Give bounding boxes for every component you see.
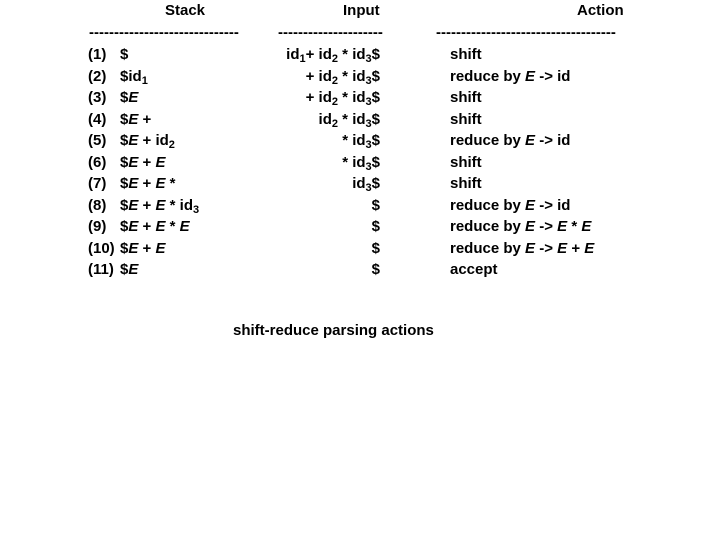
action-column-header: Action — [577, 2, 624, 19]
stack-cell: $E + E * E — [120, 218, 190, 235]
stack-cell: $E + E * id3 — [120, 196, 200, 216]
input-cell: $ — [371, 218, 380, 235]
action-cell: reduce by E -> E + E — [450, 239, 595, 257]
input-cell: id2 * id3$ — [318, 110, 380, 130]
row-number: (6) — [88, 153, 107, 171]
input-cell: * id3$ — [342, 132, 380, 151]
input-cell: * id3$ — [342, 153, 380, 173]
stack-cell: $E — [120, 89, 139, 106]
row-number: (9) — [88, 218, 107, 235]
row-number: (11) — [88, 261, 114, 278]
stack-cell: $id1 — [120, 67, 148, 87]
stack-cell: $E + E — [120, 153, 166, 171]
action-cell: accept — [450, 261, 498, 278]
action-cell: reduce by E -> E * E — [450, 218, 592, 235]
input-cell: $ — [371, 196, 380, 214]
input-cell: $ — [371, 239, 380, 257]
row-number: (1) — [88, 46, 107, 63]
action-cell: reduce by E -> id — [450, 132, 571, 149]
row-number: (8) — [88, 196, 107, 214]
action-cell: shift — [450, 46, 482, 63]
stack-cell: $ — [120, 46, 129, 63]
stack-column: $ $id1 $E $E + $E + id2 $E + E $E + E * $E + E … — [120, 44, 199, 281]
row-number: (4) — [88, 110, 107, 128]
input-cell: + id2 * id3$ — [305, 89, 380, 108]
input-cell: id3$ — [352, 175, 380, 194]
action-cell: shift — [450, 89, 482, 106]
stack-cell: $E + E — [120, 239, 166, 257]
action-cell: reduce by E -> id — [450, 67, 571, 85]
input-column-header: Input — [343, 2, 380, 19]
input-cell: id1+ id2 * id3$ — [286, 46, 380, 65]
input-cell: + id2 * id3$ — [305, 67, 380, 87]
row-number-column: (1) (2) (3) (4) (5) (6) (7) (8) (9) (10) (11) — [88, 44, 115, 281]
row-number: (2) — [88, 67, 107, 85]
row-number: (5) — [88, 132, 107, 149]
action-cell: shift — [450, 153, 482, 171]
input-column: id1+ id2 * id3$ + id2 * id3$ + id2 * id3$ i… — [180, 44, 380, 281]
row-number: (10) — [88, 239, 115, 257]
stack-cell: $E + id2 — [120, 132, 175, 151]
stack-column-divider: ------------------------------ — [89, 24, 239, 41]
action-cell: reduce by E -> id — [450, 196, 571, 214]
input-column-divider: --------------------- — [278, 24, 383, 41]
stack-column-header: Stack — [165, 2, 206, 19]
row-number: (3) — [88, 89, 107, 106]
caption: shift-reduce parsing actions — [233, 322, 434, 339]
input-cell: $ — [371, 261, 380, 278]
action-column-divider: ------------------------------------ — [436, 24, 616, 41]
stack-cell: $E + E * — [120, 175, 176, 192]
stack-cell: $E + — [120, 110, 152, 128]
action-cell: shift — [450, 110, 482, 128]
row-number: (7) — [88, 175, 107, 192]
action-column: shift reduce by E -> id shift shift reduce b… — [450, 44, 594, 281]
stack-cell: $E — [120, 261, 139, 278]
action-cell: shift — [450, 175, 482, 192]
